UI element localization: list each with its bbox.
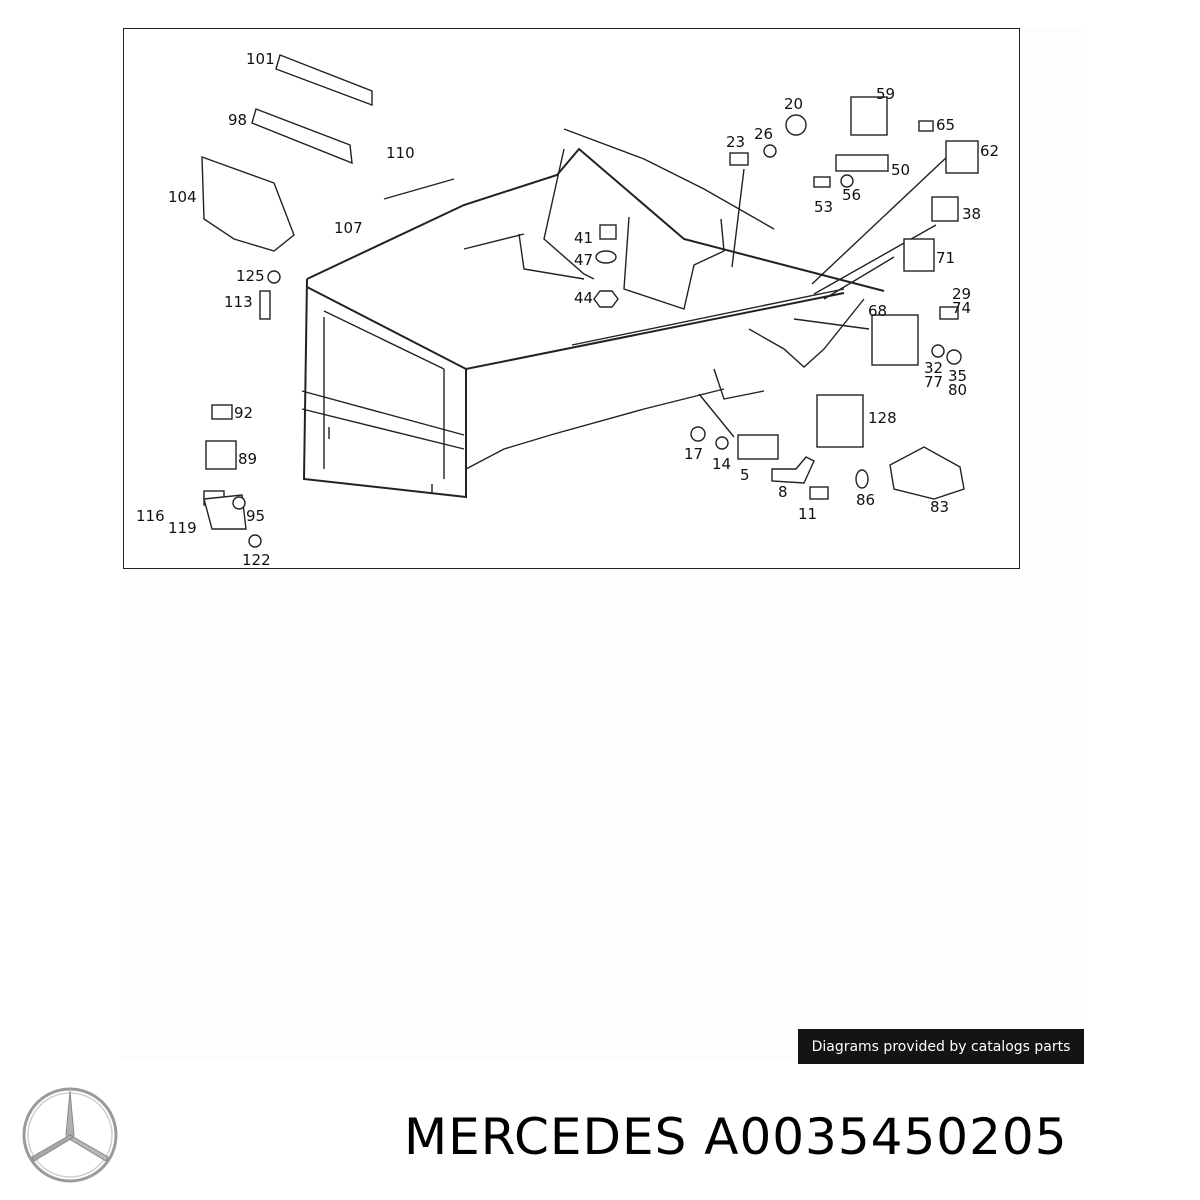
callout-95: 95 <box>246 507 265 525</box>
callout-41: 41 <box>574 229 593 247</box>
leader-lines <box>571 154 950 438</box>
credit-banner: Diagrams provided by catalogs parts <box>798 1029 1084 1064</box>
parts-diagram: 101 98 110 104 107 125 113 92 89 116 119… <box>123 28 1020 569</box>
callout-113: 113 <box>224 293 253 311</box>
part-119-washer <box>232 496 246 510</box>
part-14-washer <box>715 436 729 450</box>
callout-44: 44 <box>574 289 593 307</box>
callout-53: 53 <box>814 198 833 216</box>
part-50-bracket <box>835 154 889 172</box>
part-65-screw <box>918 120 934 132</box>
callout-23: 23 <box>726 133 745 151</box>
callout-35: 35 <box>948 367 967 385</box>
brand-name: MERCEDES <box>404 1108 688 1166</box>
mercedes-star-icon <box>22 1087 118 1183</box>
part-23-bolt <box>729 152 749 166</box>
part-38-relay <box>931 196 959 222</box>
part-32-washer <box>931 344 945 358</box>
part-98-strip <box>251 108 353 165</box>
part-47-clip <box>595 250 617 264</box>
part-113-bolt <box>259 290 271 320</box>
part-59-module <box>850 96 888 136</box>
part-8-bracket <box>771 456 815 484</box>
callout-17: 17 <box>684 445 703 463</box>
part-41-screw <box>599 224 617 240</box>
callout-98: 98 <box>228 111 247 129</box>
callout-83: 83 <box>930 498 949 516</box>
callout-59: 59 <box>876 85 895 103</box>
callout-47: 47 <box>574 251 593 269</box>
part-56-washer <box>840 174 854 188</box>
callout-56: 56 <box>842 186 861 204</box>
callout-101: 101 <box>246 50 275 68</box>
callout-65: 65 <box>936 116 955 134</box>
part-83-switch <box>889 446 965 500</box>
callout-119: 119 <box>168 519 197 537</box>
part-20-horn <box>785 114 807 136</box>
callout-62: 62 <box>980 142 999 160</box>
part-68-module <box>871 314 919 366</box>
callout-29: 29 <box>952 285 971 303</box>
part-122-nut <box>248 534 262 548</box>
callout-38: 38 <box>962 205 981 223</box>
part-101-strip <box>275 54 373 107</box>
part-number: A0035450205 <box>704 1108 1068 1166</box>
part-92-relay <box>211 404 233 420</box>
callout-20: 20 <box>784 95 803 113</box>
callout-125: 125 <box>236 267 265 285</box>
callout-104: 104 <box>168 188 197 206</box>
brand-part-title: MERCEDES A0035450205 <box>404 1108 1068 1168</box>
callout-116: 116 <box>136 507 165 525</box>
callout-26: 26 <box>754 125 773 143</box>
callout-14: 14 <box>712 455 731 473</box>
part-89-relay <box>205 440 237 470</box>
callout-128: 128 <box>868 409 897 427</box>
callout-122: 122 <box>242 551 271 569</box>
part-29-screw <box>939 306 959 320</box>
callout-71: 71 <box>936 249 955 267</box>
part-35-nut <box>946 349 962 365</box>
callout-74: 74 <box>952 299 971 317</box>
callout-11: 11 <box>798 505 817 523</box>
callout-110: 110 <box>386 144 415 162</box>
callout-labels: 101 98 110 104 107 125 113 92 89 116 119… <box>136 50 999 569</box>
part-86-washer <box>855 469 869 489</box>
callout-80: 80 <box>948 381 967 399</box>
part-5-relay <box>737 434 779 460</box>
part-11-screw <box>809 486 829 500</box>
callout-5: 5 <box>740 466 750 484</box>
callout-86: 86 <box>856 491 875 509</box>
parts-diagram-drawing: 101 98 110 104 107 125 113 92 89 116 119… <box>136 50 999 569</box>
part-44-nut <box>593 290 619 308</box>
callout-8: 8 <box>778 483 788 501</box>
part-53-screw <box>813 176 831 188</box>
callout-50: 50 <box>891 161 910 179</box>
body-outline <box>301 128 885 499</box>
callout-77: 77 <box>924 373 943 391</box>
callout-68: 68 <box>868 302 887 320</box>
callout-89: 89 <box>238 450 257 468</box>
part-26-washer <box>763 144 777 158</box>
callout-32: 32 <box>924 359 943 377</box>
part-104-bracket <box>201 155 295 252</box>
part-128-relay <box>816 394 864 448</box>
callout-107: 107 <box>334 219 363 237</box>
part-17-nut <box>690 426 706 442</box>
part-62-relay <box>945 140 979 174</box>
callout-92: 92 <box>234 404 253 422</box>
part-125-washer <box>267 270 281 284</box>
parts <box>201 54 979 548</box>
part-71-relay <box>903 238 935 272</box>
